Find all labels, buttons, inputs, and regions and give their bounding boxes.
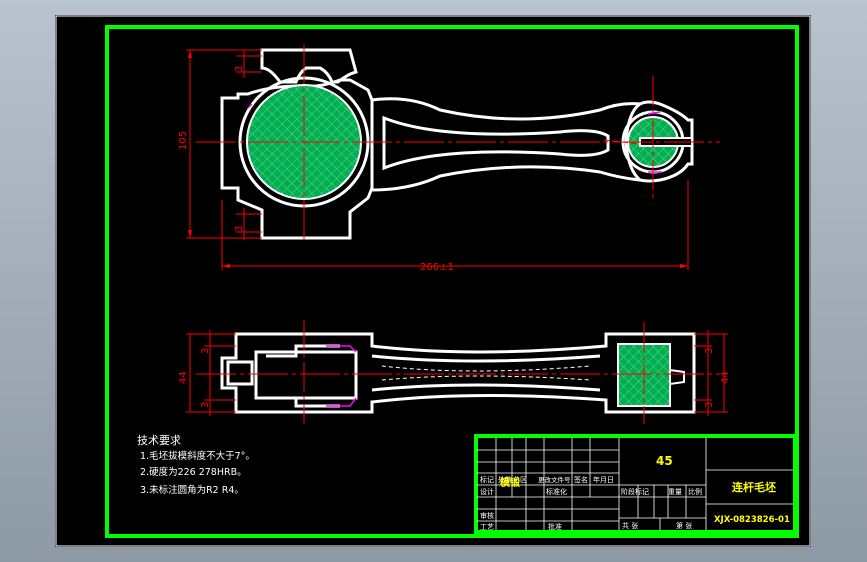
tb-row-design: 设计 <box>480 487 494 496</box>
side-bolt-upper <box>266 344 340 358</box>
rod-lower-edge <box>371 165 641 192</box>
dim-side-left-top: 3 <box>200 348 211 354</box>
tb-row-process: 工艺 <box>480 523 494 531</box>
note-item: 3.未标注圆角为R2 R4。 <box>140 484 244 496</box>
rod-inner-rib <box>382 115 610 171</box>
tb-stage-mark: 阶段标记 <box>621 487 649 496</box>
tb-row-approve: 批准 <box>548 522 562 531</box>
side-oil-hole <box>669 368 685 386</box>
note-item: 1.毛坯拔模斜度不大于7°。 <box>140 450 255 462</box>
tb-stamp: 模锻 <box>500 476 520 489</box>
dim-wall-bottom: 3 <box>234 226 245 232</box>
drawing-frame <box>105 25 799 538</box>
tb-part-name: 连杆毛坯 <box>732 480 776 494</box>
tb-header-change-doc: 更改文件号 <box>538 475 571 484</box>
big-end-outline <box>220 78 374 240</box>
tb-sheet-no: 第 张 <box>676 521 692 530</box>
big-end-cap <box>260 48 358 84</box>
tb-header-date: 年月日 <box>593 475 614 484</box>
dim-overall-length: 266±1 <box>420 262 454 273</box>
tb-sheets-total: 共 张 <box>622 521 638 530</box>
drawing-border <box>55 15 811 547</box>
tb-row-standardization: 标准化 <box>546 487 567 496</box>
dim-side-right-top: 3 <box>704 348 715 354</box>
tb-row-review: 审核 <box>480 511 494 520</box>
tb-header-signature: 签名 <box>574 475 588 484</box>
side-pin-boss <box>226 360 254 386</box>
tb-scale: 比例 <box>688 487 702 496</box>
side-bolt-lower <box>266 396 340 408</box>
dim-width-right: 44 <box>720 371 731 384</box>
notes-title: 技术要求 <box>137 434 181 447</box>
note-item: 2.硬度为226 278HRB。 <box>140 466 247 478</box>
dim-width-left: 44 <box>178 371 189 384</box>
tb-header-zone: 分区 <box>513 475 527 484</box>
tb-header-count: 处数 <box>498 475 512 484</box>
title-block: 标记 处数 分区 更改文件号 签名 年月日 设计 标准化 审核 工艺 批准 阶段… <box>474 434 797 534</box>
dim-wall-top: 3 <box>234 66 245 72</box>
dim-big-end-height: 105 <box>178 131 189 150</box>
side-rod-rib <box>371 354 601 392</box>
front-view: 266±1 105 3 3 <box>178 44 720 273</box>
dim-side-right-bottom: 3 <box>704 402 715 408</box>
tb-material: 45 <box>656 454 673 468</box>
dim-side-left-bottom: 3 <box>200 402 211 408</box>
tb-weight: 重量 <box>668 488 682 496</box>
technical-notes: 技术要求 1.毛坯拔模斜度不大于7°。 2.硬度为226 278HRB。 3.未… <box>137 434 255 496</box>
side-view: 44 3 3 44 3 3 <box>178 320 731 424</box>
tb-header-mark: 标记 <box>480 475 494 484</box>
rod-upper-edge <box>371 97 641 121</box>
tb-drawing-number: XJX-0823826-01 <box>714 515 790 525</box>
